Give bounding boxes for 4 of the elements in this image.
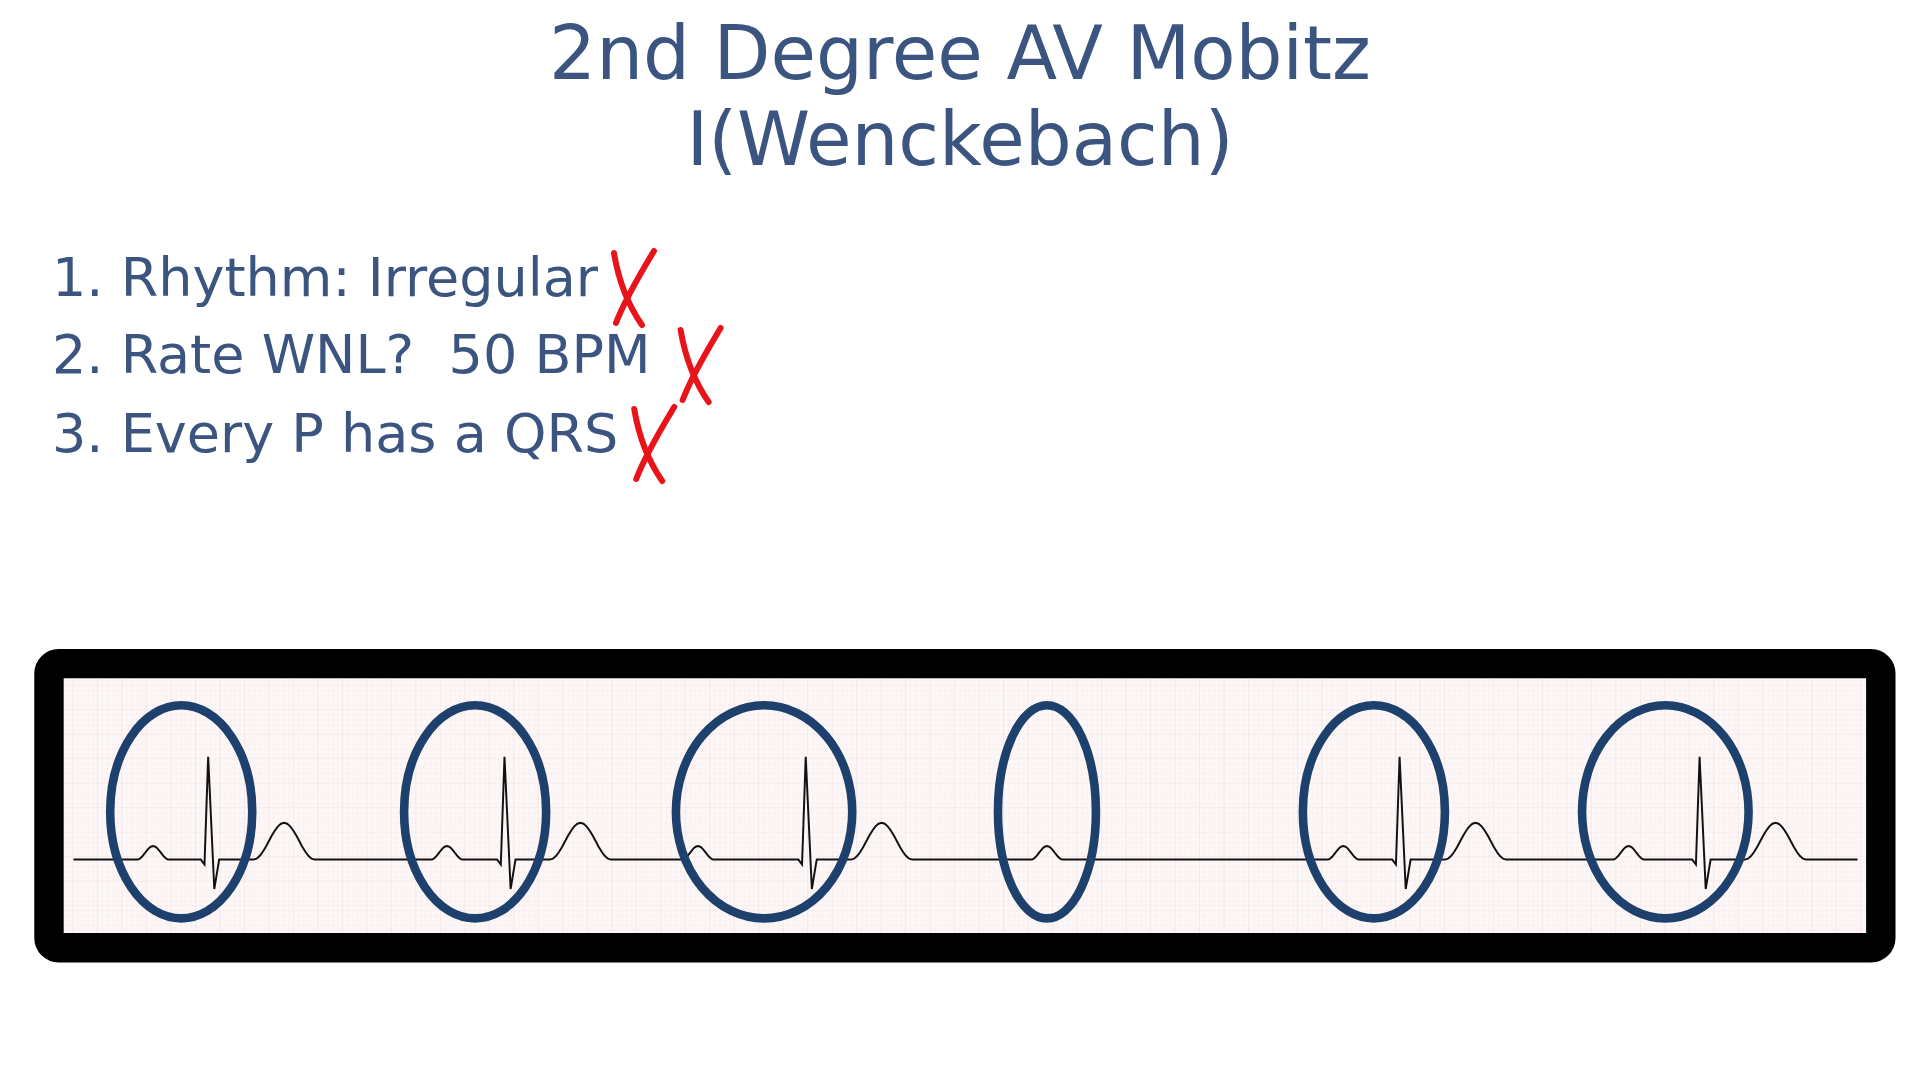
checklist-item: 3. Every P has a QRS — [52, 401, 619, 467]
title: 2nd Degree AV Mobitz I(Wenckebach) — [548, 10, 1372, 182]
checklist-item: 1. Rhythm: Irregular — [52, 245, 598, 311]
checklist-item: 2. Rate WNL? 50 BPM — [52, 322, 651, 388]
